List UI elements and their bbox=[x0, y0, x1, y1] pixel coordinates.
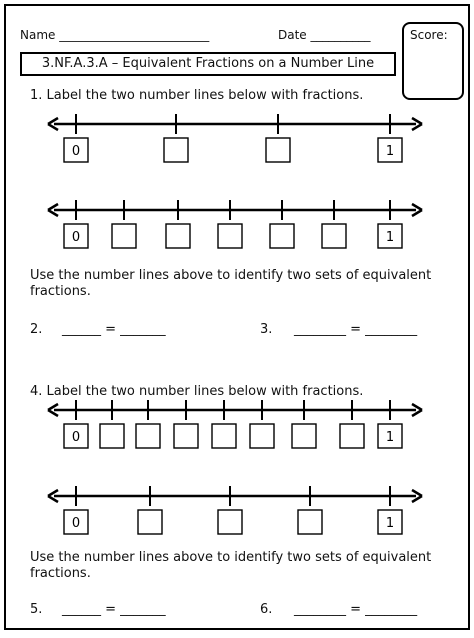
fraction-label: 1 bbox=[386, 230, 394, 245]
question-2-number: 2. bbox=[30, 322, 43, 337]
fraction-answer-box[interactable] bbox=[249, 423, 275, 449]
fraction-label: 0 bbox=[72, 230, 80, 245]
left-arrow-icon bbox=[47, 488, 59, 504]
question-5-number: 5. bbox=[30, 602, 43, 617]
question-5-answer-blank[interactable]: ______ = _______ bbox=[62, 602, 166, 617]
fraction-answer-box[interactable] bbox=[339, 423, 365, 449]
fraction-label: 1 bbox=[386, 430, 394, 445]
fraction-answer-box bbox=[63, 509, 89, 535]
fraction-answer-box[interactable] bbox=[321, 223, 347, 249]
date-field[interactable]: Date __________ bbox=[278, 28, 371, 42]
left-arrow-icon bbox=[47, 202, 59, 218]
fraction-answer-box[interactable] bbox=[217, 223, 243, 249]
fraction-answer-box[interactable] bbox=[135, 423, 161, 449]
fraction-label: 1 bbox=[386, 516, 394, 531]
fraction-answer-box[interactable] bbox=[163, 137, 189, 163]
fraction-label: 0 bbox=[72, 430, 80, 445]
worksheet-title: 3.NF.A.3.A – Equivalent Fractions on a N… bbox=[20, 52, 396, 76]
fraction-answer-box[interactable] bbox=[99, 423, 125, 449]
fraction-answer-box[interactable] bbox=[165, 223, 191, 249]
question-6-number: 6. bbox=[260, 602, 273, 617]
fraction-label: 0 bbox=[72, 516, 80, 531]
question-3-number: 3. bbox=[260, 322, 273, 337]
section-2-identify-text: Use the number lines above to identify t… bbox=[30, 550, 432, 581]
fraction-label: 0 bbox=[72, 144, 80, 159]
left-arrow-icon bbox=[47, 116, 59, 132]
question-1-instruction: 1. Label the two number lines below with… bbox=[30, 88, 364, 103]
left-arrow-icon bbox=[47, 402, 59, 418]
fraction-answer-box[interactable] bbox=[173, 423, 199, 449]
question-6-answer-blank[interactable]: ________ = ________ bbox=[294, 602, 418, 617]
fraction-answer-box[interactable] bbox=[269, 223, 295, 249]
score-label: Score: bbox=[410, 28, 448, 42]
fraction-answer-box[interactable] bbox=[291, 423, 317, 449]
fraction-answer-box[interactable] bbox=[297, 509, 323, 535]
section-1-identify-text: Use the number lines above to identify t… bbox=[30, 268, 432, 299]
fraction-answer-box[interactable] bbox=[137, 509, 163, 535]
right-arrow-icon bbox=[411, 202, 423, 218]
fraction-answer-box bbox=[63, 423, 89, 449]
fraction-answer-box bbox=[377, 223, 403, 249]
fraction-label: 1 bbox=[386, 144, 394, 159]
fraction-answer-box bbox=[377, 137, 403, 163]
score-box[interactable]: Score: bbox=[402, 22, 464, 100]
fraction-answer-box[interactable] bbox=[211, 423, 237, 449]
question-4-instruction: 4. Label the two number lines below with… bbox=[30, 384, 364, 399]
fraction-answer-box bbox=[377, 509, 403, 535]
question-3-answer-blank[interactable]: ________ = ________ bbox=[294, 322, 418, 337]
worksheet-page: Name _________________________ Date ____… bbox=[4, 4, 470, 630]
fraction-answer-box bbox=[63, 223, 89, 249]
fraction-answer-box[interactable] bbox=[111, 223, 137, 249]
fraction-answer-box bbox=[377, 423, 403, 449]
right-arrow-icon bbox=[411, 488, 423, 504]
question-2-answer-blank[interactable]: ______ = _______ bbox=[62, 322, 166, 337]
fraction-answer-box bbox=[63, 137, 89, 163]
fraction-answer-box[interactable] bbox=[217, 509, 243, 535]
name-field[interactable]: Name _________________________ bbox=[20, 28, 210, 42]
right-arrow-icon bbox=[411, 116, 423, 132]
right-arrow-icon bbox=[411, 402, 423, 418]
fraction-answer-box[interactable] bbox=[265, 137, 291, 163]
